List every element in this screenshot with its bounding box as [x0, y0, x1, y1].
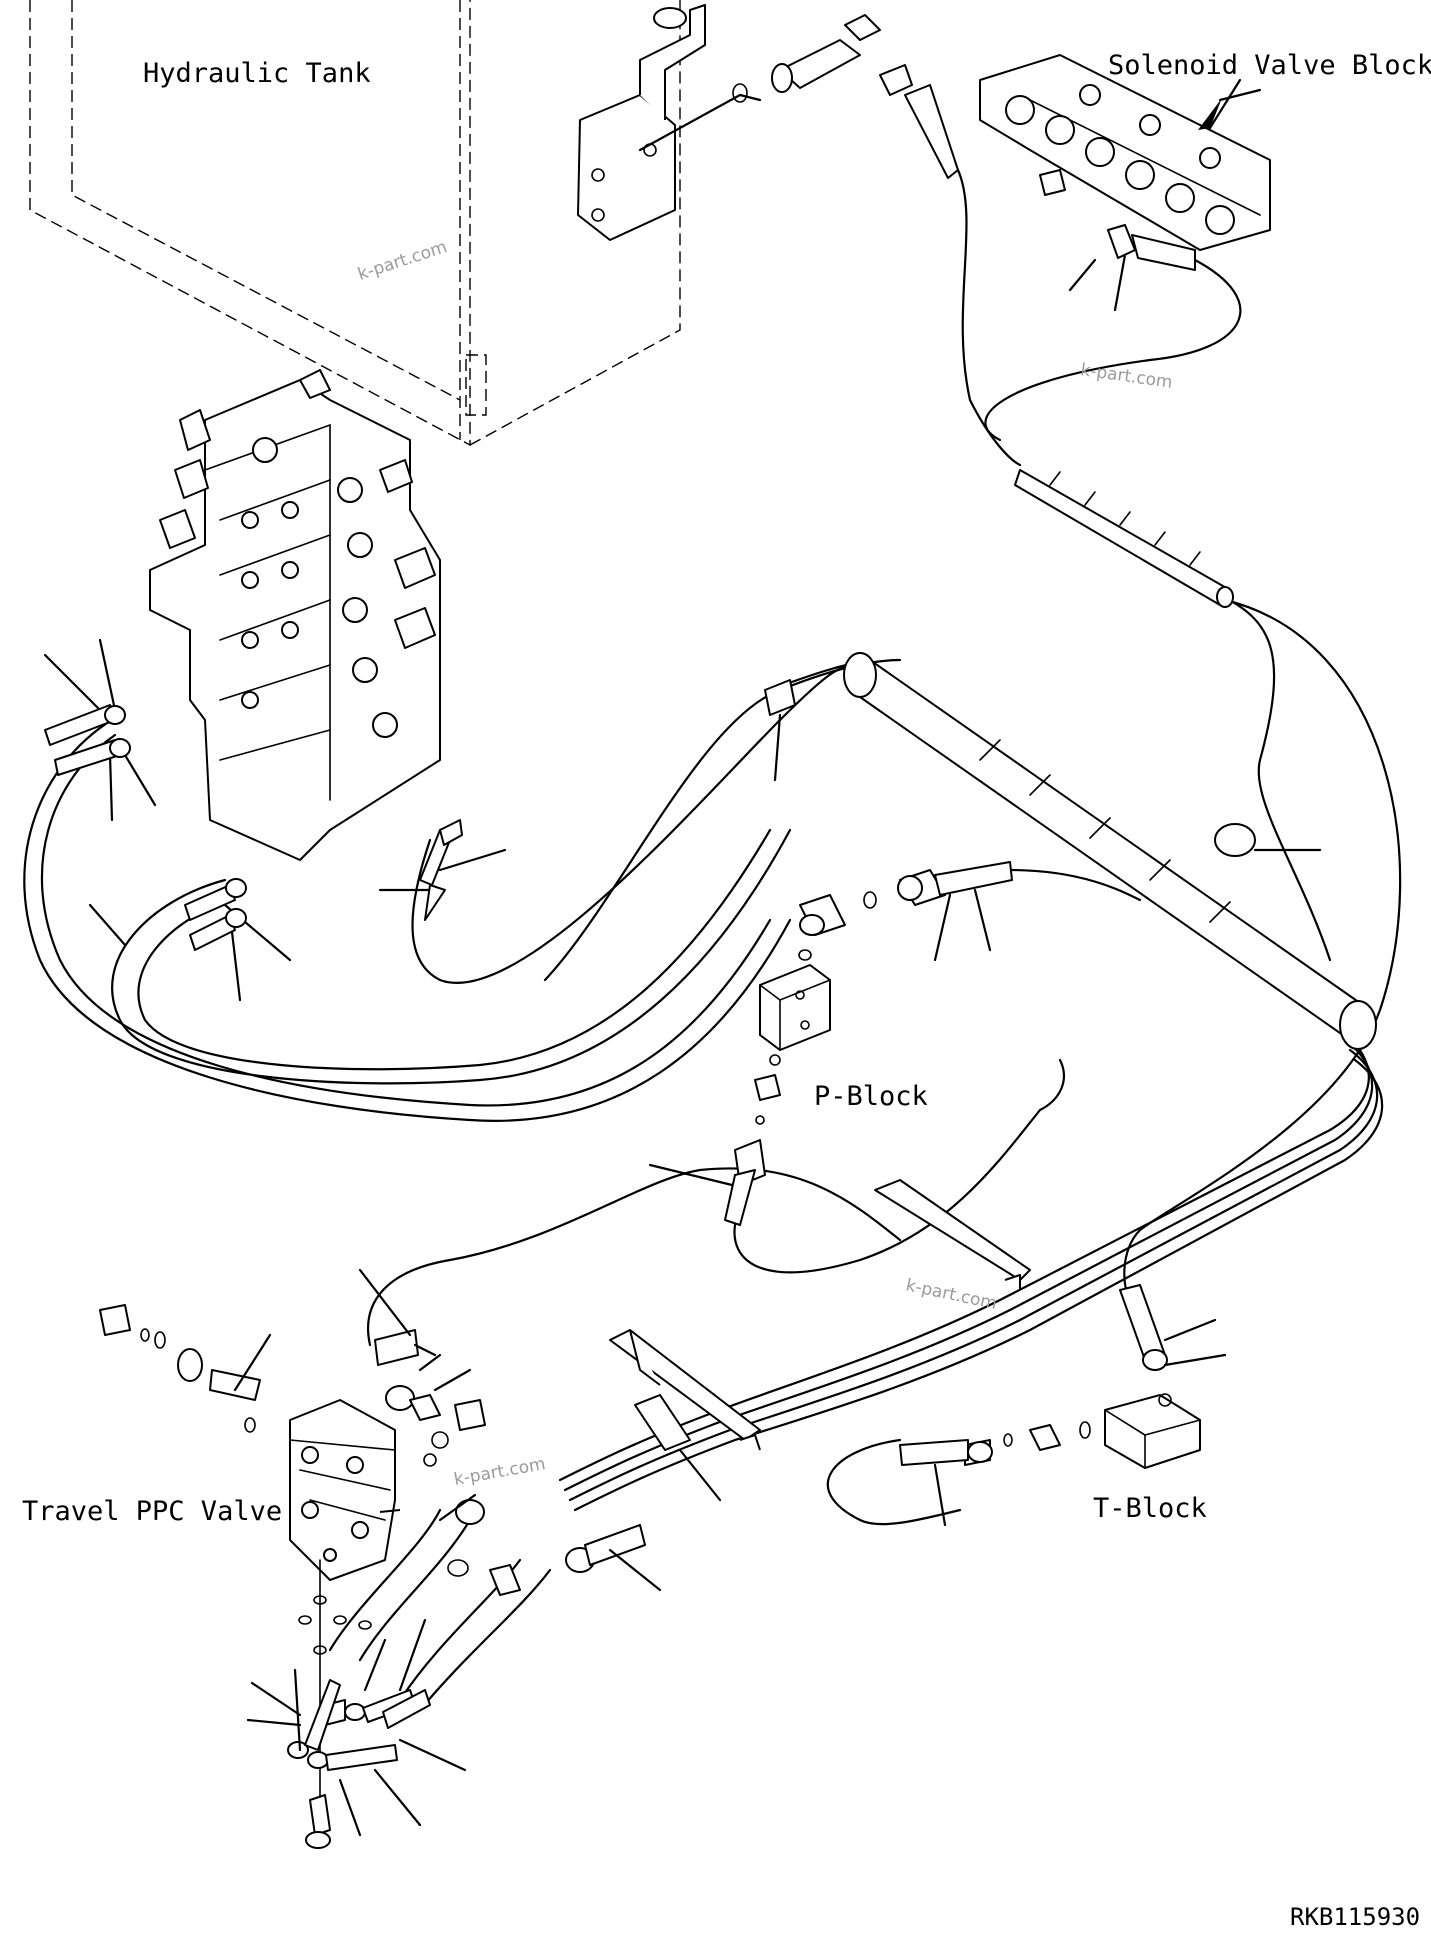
- t-block: [899, 1393, 1201, 1527]
- watermark: k-part.com: [355, 237, 449, 285]
- watermark: k-part.com: [904, 1275, 999, 1314]
- drawing-code: RKB115930: [1290, 1903, 1420, 1931]
- mounting-bracket: [577, 4, 762, 241]
- watermark: k-part.com: [452, 1454, 547, 1490]
- hose-bundle-sleeve: [843, 652, 1377, 1050]
- hose-clamp-ring: [1214, 823, 1322, 857]
- hydraulic-tank: [29, 0, 681, 447]
- top-fitting: [771, 14, 959, 179]
- p-block: [648, 891, 877, 1226]
- t-side-fitting: [1119, 1284, 1227, 1371]
- p-block-label: P-Block: [814, 1081, 928, 1112]
- p-hose-fitting: [897, 861, 1013, 962]
- hydraulic-tank-label: Hydraulic Tank: [143, 58, 371, 89]
- watermark: k-part.com: [1079, 360, 1173, 393]
- solenoid-hose-sleeve: [1014, 469, 1234, 608]
- hose-lines: [23, 168, 1402, 1712]
- travel-ppc-side-fittings: [358, 1268, 662, 1596]
- solenoid-valve-block: [979, 54, 1271, 251]
- bundle-clamp: [634, 1394, 722, 1502]
- control-valve-hose-fittings: [44, 704, 463, 951]
- solenoid-hose-fitting: [1068, 224, 1196, 312]
- travel-ppc-hose-fittings: [246, 1618, 467, 1837]
- travel-ppc-valve-label: Travel PPC Valve: [22, 1496, 282, 1527]
- t-block-label: T-Block: [1093, 1493, 1207, 1524]
- lower-brackets: [609, 1179, 1031, 1451]
- solenoid-valve-block-label: Solenoid Valve Block: [1108, 50, 1431, 81]
- upper-loop-clamp: [764, 679, 796, 782]
- control-valve: [149, 369, 441, 861]
